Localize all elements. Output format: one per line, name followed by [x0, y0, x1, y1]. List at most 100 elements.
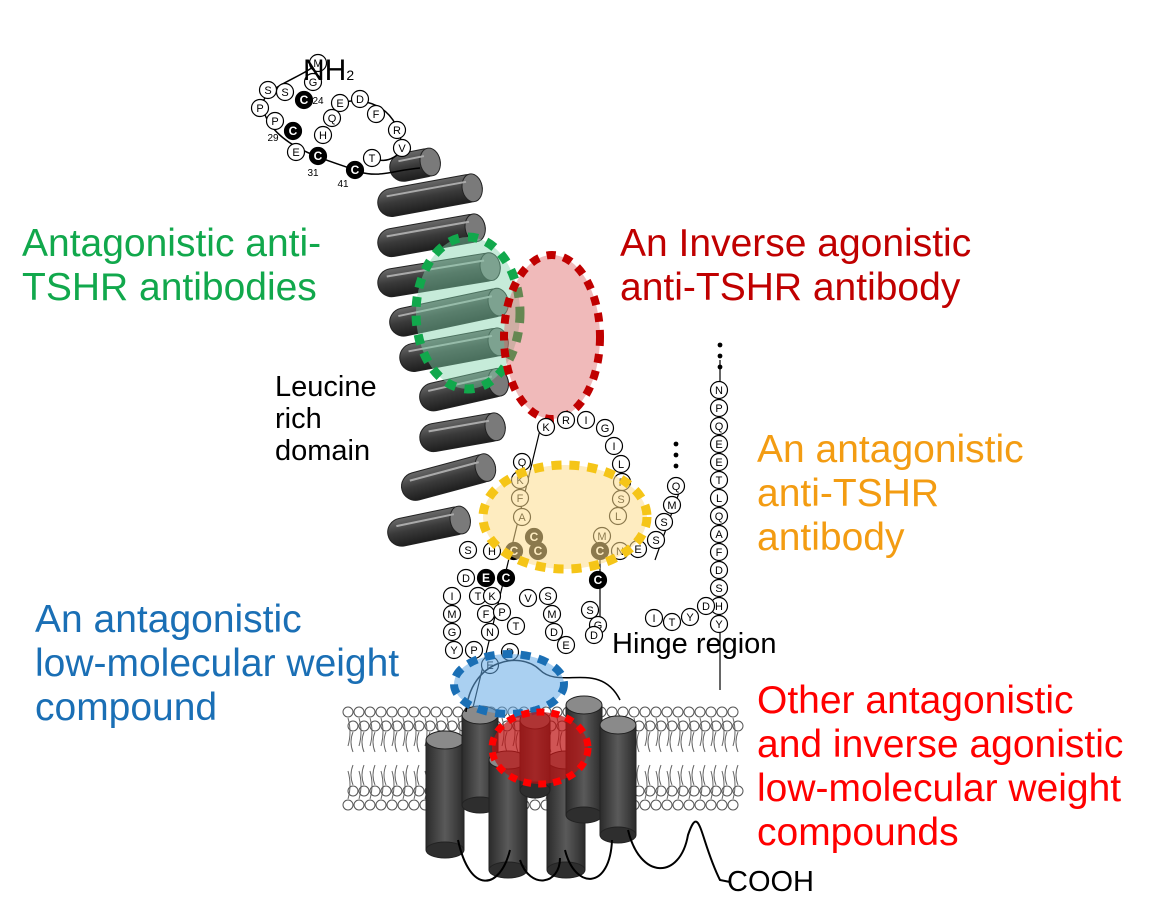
lipid-head: [347, 720, 359, 732]
residue: C: [294, 90, 314, 110]
leucine-rich-domain-coils: [377, 147, 509, 547]
residue-letter: R: [393, 125, 401, 137]
inverse-agonistic-antibody-label: An Inverse agonistic anti-TSHR antibody: [620, 222, 972, 310]
lipid-head: [705, 706, 717, 718]
residue-circle: [496, 568, 516, 588]
residue-circle: [709, 560, 729, 580]
lipid-head: [413, 785, 425, 797]
lipid-head: [721, 720, 733, 732]
residue: D: [350, 89, 370, 109]
lipid-tail: [666, 764, 673, 800]
residue: D: [544, 622, 564, 642]
beta-coil: [387, 505, 471, 547]
coil-highlight: [409, 461, 479, 482]
lipid-head: [683, 706, 695, 718]
residue-circle: [283, 121, 303, 141]
residue-circle: [709, 452, 729, 472]
residue: P: [492, 602, 512, 622]
lipid-head: [694, 706, 706, 718]
lipid-head: [347, 785, 359, 797]
residue-circle: [392, 138, 412, 158]
lipid-head: [413, 720, 425, 732]
residue: T: [709, 470, 729, 490]
residue-circle: [250, 98, 270, 118]
residue: H: [313, 125, 333, 145]
residue-circle: [387, 120, 407, 140]
residue-letter: C: [594, 573, 603, 587]
residue-circle: [442, 586, 462, 606]
lipid-head: [644, 785, 656, 797]
residue-letter: E: [292, 147, 299, 159]
cysteine-number: 41: [337, 179, 349, 190]
lipid-head: [716, 706, 728, 718]
residue-letter: R: [562, 415, 570, 427]
ellipsis-dot: [717, 342, 723, 348]
residue: E: [709, 452, 729, 472]
lipid-head: [386, 799, 398, 811]
residue-circle: [458, 540, 478, 560]
lipid-head: [661, 799, 673, 811]
coil-end: [419, 147, 441, 177]
residue: I: [442, 586, 462, 606]
residue-circle: [709, 434, 729, 454]
residue-circle: [544, 622, 564, 642]
residue-letter: S: [586, 605, 593, 617]
lipid-tail: [732, 764, 739, 800]
residue: N: [480, 622, 500, 642]
residue-letter: E: [336, 98, 343, 110]
residue-letter: D: [715, 565, 723, 577]
tm-helix: [425, 730, 465, 859]
residue: Y: [444, 640, 464, 660]
lipid-head: [666, 720, 678, 732]
residue-letter: S: [715, 583, 722, 595]
lipid-tail: [699, 764, 706, 800]
residue-letter: Q: [672, 481, 681, 493]
residue-letter: Y: [450, 645, 458, 657]
lipid-tail: [391, 764, 398, 800]
residue-letter: S: [264, 85, 271, 97]
residue-circle: [313, 125, 333, 145]
lipid-tail: [721, 717, 728, 753]
residue-letter: F: [373, 109, 380, 121]
residue-circle: [709, 488, 729, 508]
coil-highlight: [386, 180, 467, 198]
nh2-label: NH2: [303, 20, 354, 88]
residue-letter: I: [652, 613, 655, 625]
residue: T: [662, 612, 682, 632]
residue: K: [536, 417, 556, 437]
residue-letter: I: [584, 415, 587, 427]
residue-letter: N: [486, 627, 494, 639]
residue-circle: [646, 530, 666, 550]
residue: I: [644, 608, 664, 628]
residue-letter: D: [462, 573, 470, 585]
cooh-label: COOH: [727, 866, 814, 898]
residue-letter: E: [562, 640, 569, 652]
residue-letter: M: [447, 609, 456, 621]
residue-circle: [709, 380, 729, 400]
residue: H: [482, 541, 502, 561]
lipid-tail: [380, 764, 387, 800]
cysteine-number: 29: [267, 133, 279, 144]
lipid-head: [650, 799, 662, 811]
residue: F: [709, 542, 729, 562]
residue-letter: T: [669, 617, 676, 629]
residue-letter: G: [601, 423, 610, 435]
lipid-head: [655, 720, 667, 732]
residue-circle: [580, 600, 600, 620]
residue-letter: I: [612, 441, 615, 453]
lipid-head: [710, 720, 722, 732]
lipid-tail: [413, 717, 420, 753]
residue: S: [538, 586, 558, 606]
lipid-head: [375, 706, 387, 718]
residue: K: [482, 586, 502, 606]
residue-letter: L: [716, 493, 722, 505]
residue: E: [556, 635, 576, 655]
helix-top: [565, 695, 603, 715]
lipid-tail: [710, 717, 717, 753]
residue-letter: C: [351, 163, 360, 177]
helix-body: [425, 739, 465, 851]
lipid-head: [721, 785, 733, 797]
lipid-head: [666, 785, 678, 797]
residue-circle: [595, 418, 615, 438]
